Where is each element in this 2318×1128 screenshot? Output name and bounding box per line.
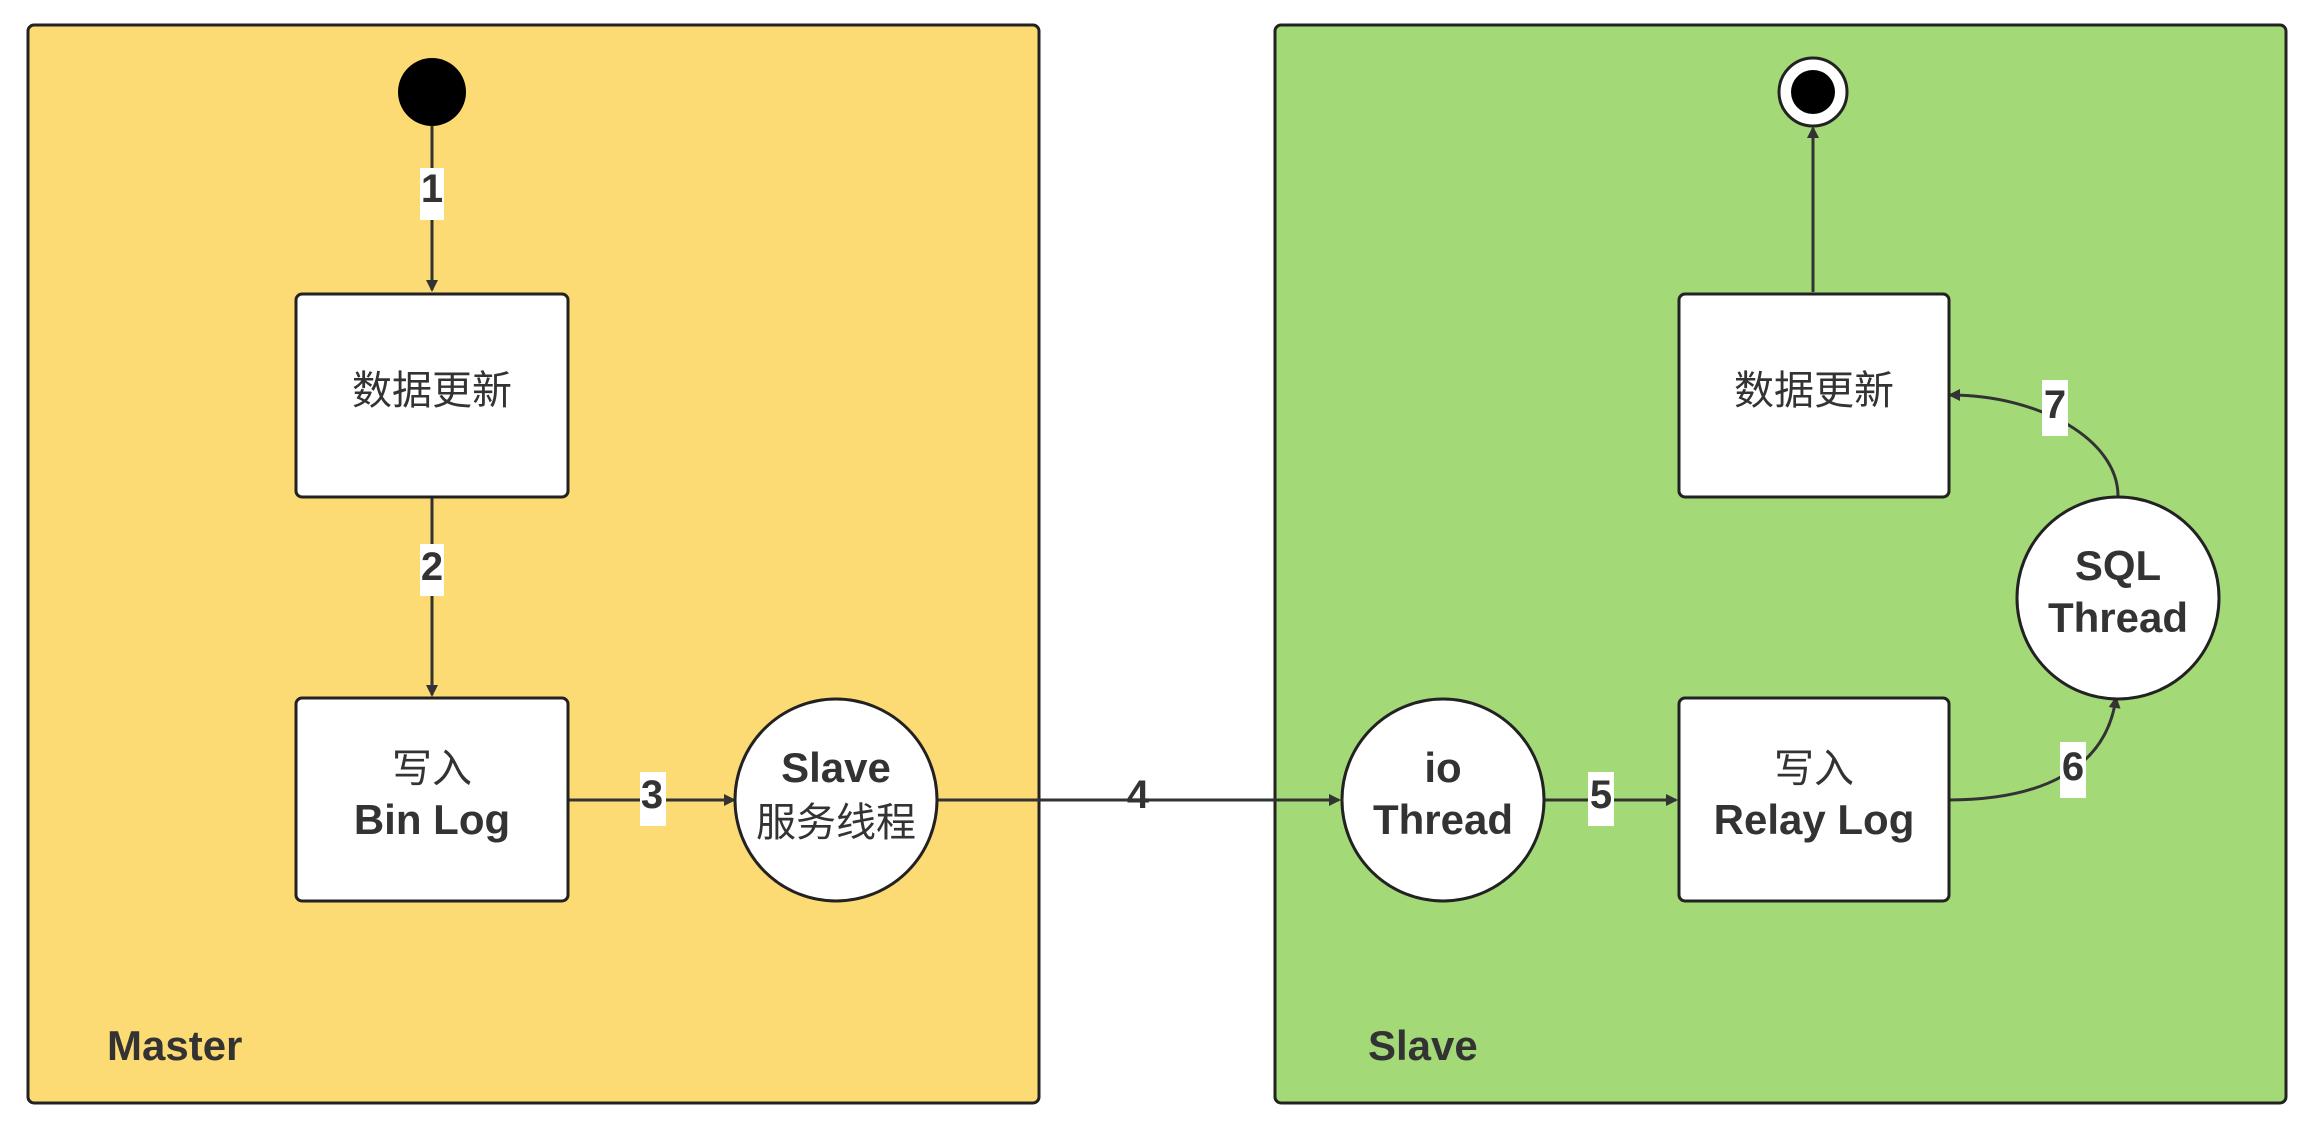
svg-text:3: 3	[641, 773, 663, 817]
step-label-7: 7	[2042, 380, 2068, 436]
relay-log-label-2: Relay Log	[1714, 796, 1915, 843]
svg-text:7: 7	[2044, 383, 2066, 427]
step-label-3: 3	[640, 772, 666, 826]
slave-service-thread-node: Slave 服务线程	[733, 697, 939, 903]
master-binlog-label-1: 写入	[392, 746, 472, 792]
svg-text:4: 4	[1127, 773, 1150, 817]
step-label-6: 6	[2060, 742, 2086, 798]
svg-text:2: 2	[421, 545, 443, 589]
end-node	[1777, 56, 1849, 128]
svg-text:5: 5	[1590, 773, 1612, 817]
slave-service-label-2: 服务线程	[756, 800, 916, 846]
master-panel-title: Master	[107, 1022, 242, 1069]
io-thread-node: io Thread	[1340, 697, 1546, 903]
step-label-4: 4	[1127, 773, 1150, 817]
sql-thread-label-1: SQL	[2075, 542, 2161, 589]
sql-thread-node: SQL Thread	[2015, 495, 2221, 701]
svg-text:1: 1	[421, 167, 443, 211]
sql-thread-label-2: Thread	[2048, 594, 2188, 641]
slave-panel-title: Slave	[1368, 1022, 1478, 1069]
io-thread-label-1: io	[1424, 744, 1461, 791]
start-node	[398, 58, 466, 126]
master-binlog-label-2: Bin Log	[354, 796, 510, 843]
svg-text:6: 6	[2062, 745, 2084, 789]
step-label-2: 2	[420, 544, 444, 596]
slave-data-update-label: 数据更新	[1734, 368, 1894, 414]
step-label-1: 1	[420, 167, 444, 220]
master-data-update-node: 数据更新	[294, 292, 570, 499]
io-thread-label-2: Thread	[1373, 796, 1513, 843]
step-label-5: 5	[1588, 772, 1614, 826]
slave-service-label-1: Slave	[781, 744, 891, 791]
master-panel	[26, 23, 1041, 1105]
slave-data-update-node: 数据更新	[1677, 292, 1951, 499]
relay-log-label-1: 写入	[1774, 746, 1854, 792]
master-binlog-node: 写入 Bin Log	[294, 696, 570, 903]
master-data-update-label: 数据更新	[352, 368, 512, 414]
relay-log-node: 写入 Relay Log	[1677, 696, 1951, 903]
